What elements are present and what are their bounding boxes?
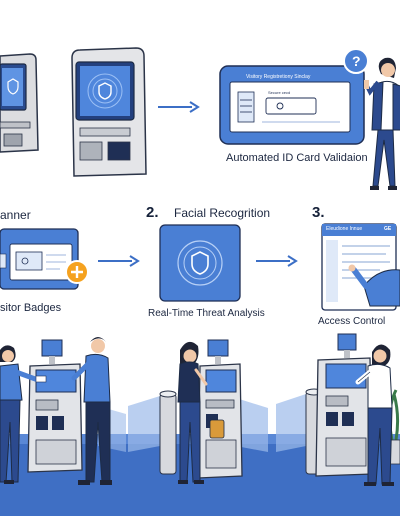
id-validation-panel: [219, 65, 365, 145]
caption-visitor-badges: sitor Badges: [0, 302, 62, 314]
person-woman-top: [364, 57, 400, 190]
form-title: Visitory Registretiony Sinclay: [246, 74, 311, 80]
badge-panel: [0, 228, 79, 290]
kiosk-bottom-right: [315, 333, 373, 477]
step-2-number: 2.: [146, 204, 159, 221]
access-window-badge: GE: [384, 226, 392, 232]
access-window-title: Eleudione Innue: [326, 226, 363, 232]
step-3-number: 3.: [312, 204, 325, 221]
person-woman-left: [0, 345, 47, 484]
caption-id-validation: Automated ID Card Validaion: [226, 152, 368, 164]
shield-icon: [98, 82, 112, 100]
caption-threat-analysis: Real-Time Threat Analysis: [148, 308, 265, 319]
person-man-access: [348, 264, 400, 307]
person-woman-right: [355, 344, 394, 486]
shield-icon: [191, 251, 209, 275]
person-woman-center: [177, 341, 225, 484]
arrow-right-icon: [158, 101, 200, 113]
kiosk-center: [71, 47, 147, 177]
kiosk-left: [0, 53, 39, 153]
shield-icon: [7, 78, 19, 95]
id-card-icon: [35, 375, 47, 383]
person-man-left: [71, 337, 112, 485]
plus-icon: [65, 260, 89, 284]
step-2-label: Facial Recogrition: [174, 206, 271, 220]
arrow-right-icon: [256, 255, 298, 267]
question-icon: [343, 48, 369, 74]
caption-access-control: Access Control: [318, 316, 386, 327]
step-1-label: anner: [0, 208, 31, 222]
arrow-right-icon: [98, 255, 140, 267]
question-mark-glyph: ?: [352, 53, 361, 69]
form-field-label: Secure cecd: [268, 90, 291, 95]
kiosk-bottom-center: [197, 339, 243, 479]
facial-recognition-panel: [159, 224, 241, 302]
kiosk-bottom-left: [27, 339, 83, 473]
